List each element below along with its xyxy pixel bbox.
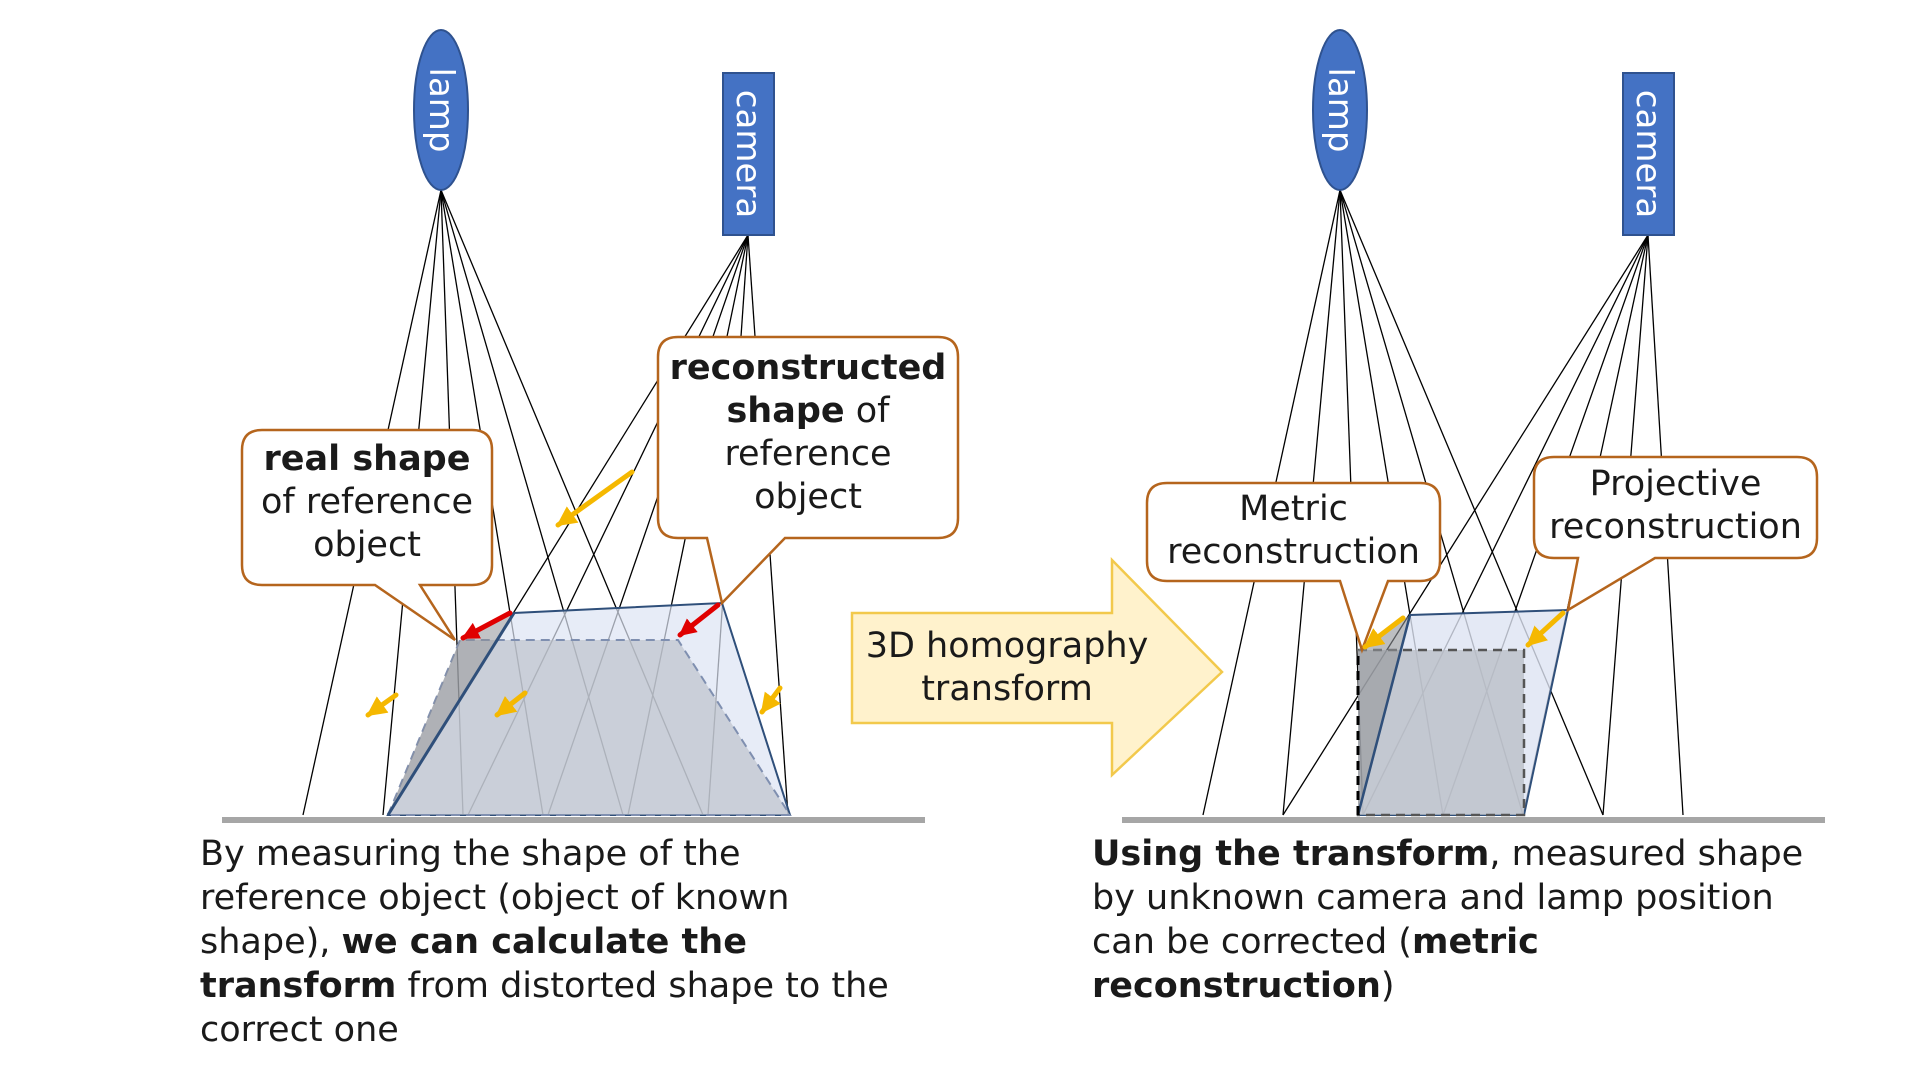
right-caption: Using the transform, measured shape by u… [1092,832,1822,1008]
left-camera-shape [722,72,775,236]
red-arrow-left-2 [677,602,721,638]
left-caption-part2: from distorted shape to the correct one [200,966,889,1050]
left-caption: By measuring the shape of the reference … [200,832,900,1052]
right-caption-bold1: Using the transform [1092,834,1490,874]
reconstructed-bold-line1: reconstructed [669,348,947,388]
right-camera-ray [1282,234,1649,816]
red-arrow-left-1 [460,610,513,641]
right-front-edge [1356,614,1412,816]
projective-line2: reconstruction [1549,507,1802,547]
reconstructed-line4: object [754,477,862,517]
left-reconstructed-callout-text: reconstructed shape of reference object [658,347,958,519]
yellow-arrow-left-2 [494,690,528,718]
left-lamp-shape [413,29,469,191]
yellow-arrow-right-1 [1362,615,1406,650]
reconstructed-line3: reference [724,434,892,474]
left-real-callout-bubble [240,428,494,642]
right-lamp-shape [1312,29,1368,191]
right-metric-callout-bubble [1145,481,1442,654]
transform-line2: transform [921,669,1093,709]
yellow-arrow-upper-left [555,469,635,528]
left-real-callout-text: real shape of reference object [242,438,492,567]
reconstructed-of: of [844,391,890,431]
transform-line1: 3D homography [865,626,1149,666]
left-lamp-label: lamp [421,67,461,153]
left-camera-label: camera [728,89,768,219]
yellow-arrow-left-1 [365,692,399,718]
right-projective-callout-text: Projective reconstruction [1534,463,1817,549]
metric-line1: Metric [1239,489,1348,529]
real-shape-line2: of reference [261,482,473,522]
reconstructed-bold-line2: shape [726,391,845,431]
left-reconstructed-callout-bubble [656,335,960,606]
right-caption-part1: , measured shape by unknown camera and l… [1092,834,1804,962]
yellow-arrow-left-3 [759,685,783,715]
left-caption-bold: we can calculate the transform [200,922,747,1006]
real-shape-line3: object [313,525,421,565]
right-lamp-label: lamp [1320,67,1360,153]
left-front-edge [386,612,516,816]
transform-arrow-text: 3D homography transform [852,625,1162,711]
right-camera-label: camera [1628,89,1668,219]
yellow-arrow-right-2 [1525,610,1566,648]
left-caption-part1: By measuring the shape of the reference … [200,834,790,962]
metric-line2: reconstruction [1167,532,1420,572]
right-caption-part2: ) [1380,966,1395,1006]
real-shape-bold: real shape [263,439,471,479]
projective-line1: Projective [1589,464,1762,504]
correction-arrows [365,469,1566,718]
transform-arrow-shape [850,556,1224,778]
right-caption-bold2: metric reconstruction [1092,922,1539,1006]
left-metric-shape [386,639,792,816]
right-camera-shape [1622,72,1675,236]
right-metric-callout-text: Metric reconstruction [1147,488,1440,574]
right-lamp-ray [1339,189,1604,816]
right-projective-callout-bubble [1532,455,1819,613]
